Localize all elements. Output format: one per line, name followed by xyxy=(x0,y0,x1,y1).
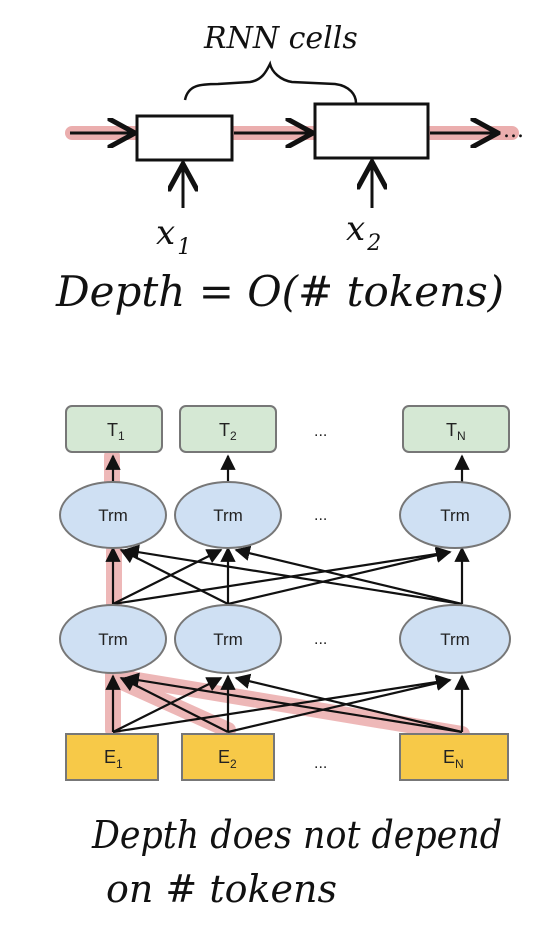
rnn-cell-2 xyxy=(313,102,430,160)
output-box-tn xyxy=(402,405,510,453)
input-box-en xyxy=(399,733,509,781)
trm-node-l1-n xyxy=(399,604,511,674)
output-row: T1 T2 TN ... xyxy=(65,405,510,453)
rnn-cells-label: RNN cells xyxy=(203,21,358,56)
trm-layer-2: Trm Trm Trm ... xyxy=(59,481,511,549)
trm-label: Trm xyxy=(440,506,470,525)
rnn-trailing-dots: ... xyxy=(503,118,524,143)
layer1-ellipsis: ... xyxy=(314,631,327,648)
rnn-x2-label: x2 xyxy=(346,209,381,256)
input-box-e1 xyxy=(65,733,159,781)
input-ellipsis: ... xyxy=(314,755,327,772)
output-box-t2 xyxy=(179,405,277,453)
input-row: E1 E2 EN ... xyxy=(65,733,509,781)
layer2-ellipsis: ... xyxy=(314,507,327,524)
output-label-t1: T1 xyxy=(107,420,125,443)
trm-label: Trm xyxy=(98,630,128,649)
trm-node-l1-2 xyxy=(174,604,282,674)
input-label-e1: E1 xyxy=(104,747,123,771)
layer1-to-layer2-arrows xyxy=(105,544,470,606)
trm-node-l1-1 xyxy=(59,604,167,674)
output-label-t2: T2 xyxy=(219,420,237,443)
output-ellipsis: ... xyxy=(314,423,327,440)
transformer-caption-line2: on # tokens xyxy=(106,867,337,911)
trm-layer-1: Trm Trm Trm ... xyxy=(59,604,511,674)
input-label-e2: E2 xyxy=(218,747,237,771)
rnn-depth-caption: Depth = O(# tokens) xyxy=(55,267,504,316)
trm-label: Trm xyxy=(98,506,128,525)
transformer-diagram: T1 T2 TN ... Trm Trm Trm ... Trm xyxy=(59,405,511,911)
input-label-en: EN xyxy=(443,747,464,771)
transformer-caption-line1: Depth does not depend xyxy=(91,813,502,857)
rnn-x1-label: x1 xyxy=(156,213,191,260)
output-label-tn: TN xyxy=(446,420,466,443)
trm-node-l2-1 xyxy=(59,481,167,549)
trm-node-l2-n xyxy=(399,481,511,549)
rnn-diagram: ... RNN cells x1 x2 Depth = O(# tokens) xyxy=(55,21,524,316)
input-to-layer1-arrows xyxy=(105,672,470,734)
trm-node-l2-2 xyxy=(174,481,282,549)
input-box-e2 xyxy=(181,733,275,781)
rnn-cell-1 xyxy=(135,114,234,162)
trm-label: Trm xyxy=(213,630,243,649)
output-box-t1 xyxy=(65,405,163,453)
trm-label: Trm xyxy=(213,506,243,525)
rnn-brace xyxy=(183,60,358,104)
trm-label: Trm xyxy=(440,630,470,649)
layer2-to-output-arrows xyxy=(105,454,470,482)
